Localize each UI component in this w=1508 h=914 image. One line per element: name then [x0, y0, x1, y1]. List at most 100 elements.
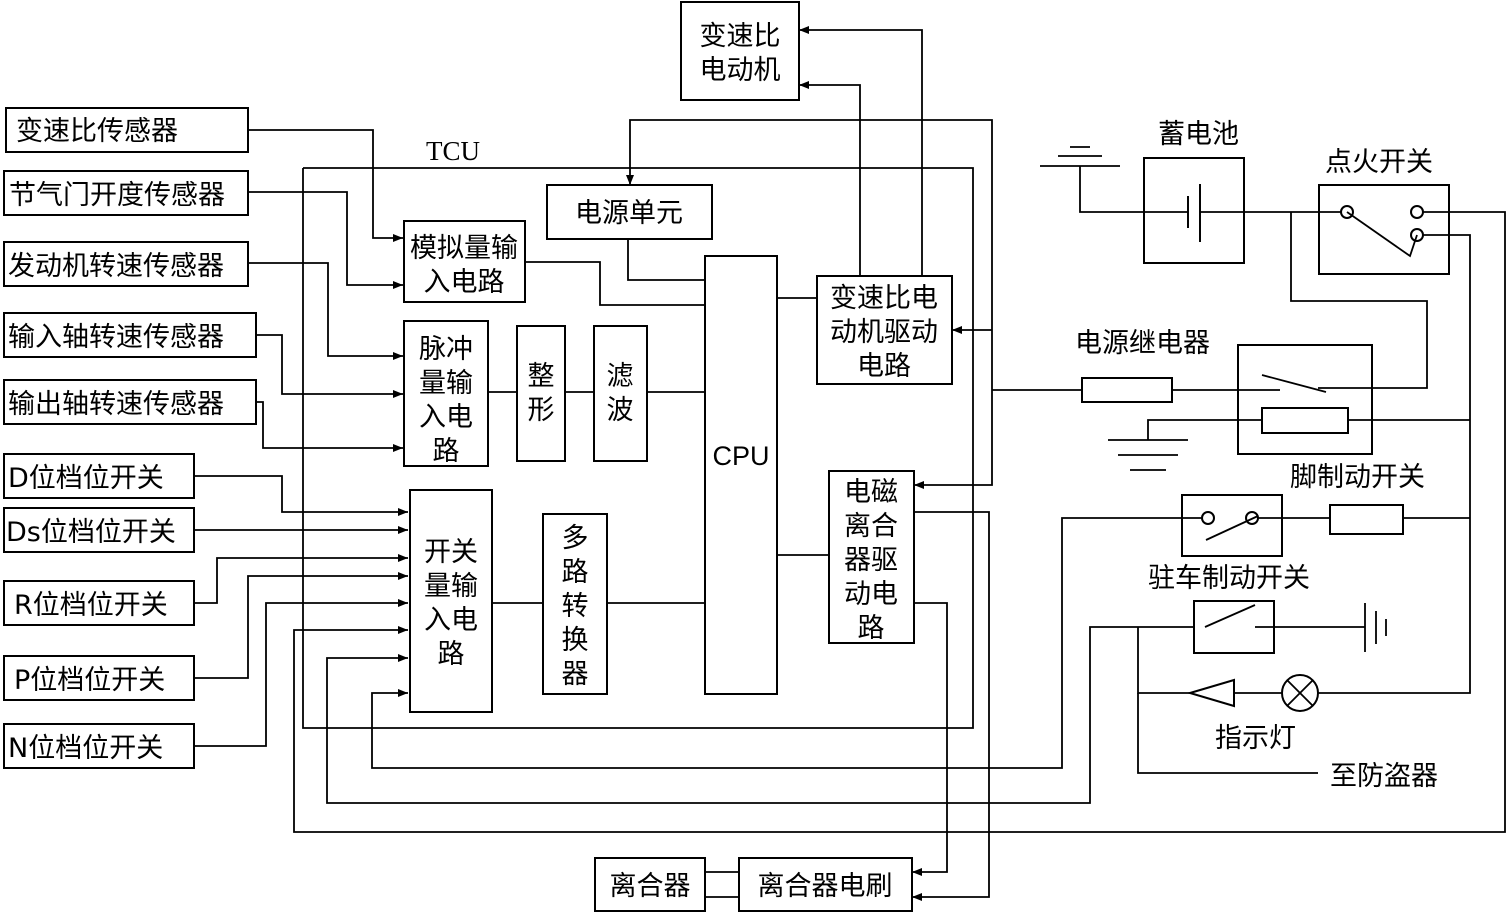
wire-clutch-drive-2 — [912, 602, 948, 876]
label-cpu: CPU — [712, 441, 769, 471]
wire-clutch-drive-1 — [912, 511, 990, 901]
diode-icon — [1186, 678, 1235, 708]
filter-line-2: 波 — [607, 395, 634, 426]
wire-p-switch — [194, 572, 408, 679]
battery: 蓄电池 — [1143, 119, 1245, 264]
wiring — [194, 26, 1506, 901]
switch-ds: Ds位档位开关 — [3, 507, 195, 553]
clutch-drive-line-5: 路 — [858, 613, 885, 644]
sensor-ratio: 变速比传感器 — [5, 107, 249, 153]
wire-ratio-sensor — [248, 129, 403, 242]
label-r-switch: R位档位开关 — [14, 590, 168, 621]
block-clutch-brush: 离合器电刷 — [738, 857, 913, 912]
block-power-unit: 电源单元 — [546, 184, 713, 240]
parking-brake-switch: 驻车制动开关 — [1148, 563, 1310, 654]
block-cpu: CPU — [704, 255, 778, 695]
label-throttle-sensor: 节气门开度传感器 — [9, 180, 225, 211]
multiplexer-line-3: 转 — [562, 591, 589, 622]
sensor-engine-speed: 发动机转速传感器 — [3, 241, 249, 287]
block-analog-input: 模拟量输 入电路 — [403, 220, 526, 303]
wire-analog-cpu — [525, 261, 705, 306]
sensor-throttle: 节气门开度传感器 — [3, 170, 249, 216]
label-p-switch: P位档位开关 — [14, 665, 165, 696]
shaping-line-1: 整 — [528, 361, 555, 392]
wire-ignition-return — [293, 211, 1506, 833]
multiplexer-line-5: 器 — [562, 659, 589, 690]
label-parking-brake-switch: 驻车制动开关 — [1148, 563, 1310, 594]
block-multiplexer: 多 路 转 换 器 — [542, 513, 608, 695]
wire-drive-motor-2 — [799, 26, 923, 276]
wire-n-switch — [194, 599, 408, 747]
label-tcu: TCU — [426, 136, 480, 166]
switch-input-line-1: 开关 — [424, 537, 478, 568]
label-ignition-switch: 点火开关 — [1325, 147, 1433, 178]
pulse-input-line-3: 入电 — [419, 402, 473, 433]
label-engine-speed-sensor: 发动机转速传感器 — [8, 251, 224, 282]
label-output-shaft-sensor: 输出轴转速传感器 — [8, 389, 224, 420]
block-clutch: 离合器 — [594, 857, 706, 912]
label-indicator-lamp: 指示灯 — [1215, 723, 1296, 754]
switch-d: D位档位开关 — [3, 453, 195, 499]
sensor-input-shaft: 输入轴转速传感器 — [3, 312, 257, 358]
multiplexer-line-4: 换 — [562, 625, 589, 656]
switch-r: R位档位开关 — [3, 580, 195, 626]
switch-input-line-2: 量输 — [424, 571, 478, 602]
multiplexer-line-1: 多 — [562, 523, 589, 554]
wire-power-unit-feed — [626, 119, 993, 390]
motor-drive-line-1: 变速比电 — [830, 283, 938, 314]
filter-line-1: 滤 — [607, 361, 634, 392]
pulse-input-line-1: 脉冲 — [419, 334, 473, 365]
foot-brake-switch: 脚制动开关 — [1181, 462, 1425, 557]
block-switch-input: 开关 量输 入电 路 — [409, 489, 493, 713]
multiplexer-line-2: 路 — [562, 557, 589, 588]
label-input-shaft-sensor: 输入轴转速传感器 — [8, 322, 224, 353]
pulse-input-line-4: 路 — [433, 436, 460, 467]
analog-input-line-2: 入电路 — [424, 267, 505, 298]
power-relay: 电源继电器 — [1075, 328, 1373, 455]
label-ratio-sensor: 变速比传感器 — [16, 116, 178, 147]
switch-input-line-3: 入电 — [424, 605, 478, 636]
label-d-switch: D位档位开关 — [8, 463, 164, 494]
clutch-drive-line-2: 离合 — [844, 511, 898, 542]
clutch-drive-line-3: 器驱 — [844, 545, 898, 576]
analog-input-line-1: 模拟量输 — [410, 233, 518, 264]
ratio-motor-line-2: 电动机 — [700, 55, 781, 86]
wire-foot-brake — [371, 517, 1208, 769]
shaping-line-2: 形 — [528, 395, 555, 426]
wire-d-switch — [194, 475, 408, 516]
clutch-drive-line-1: 电磁 — [844, 477, 898, 508]
label-to-antitheft: 至防盗器 — [1330, 761, 1438, 792]
wire-engine-speed — [248, 262, 403, 360]
switch-input-line-4: 路 — [438, 639, 465, 670]
ignition-switch: 点火开关 — [1318, 147, 1450, 275]
wire-input-shaft — [256, 334, 403, 398]
label-n-switch: N位档位开关 — [8, 733, 163, 764]
sensor-output-shaft: 输出轴转速传感器 — [3, 379, 257, 425]
ratio-motor-line-1: 变速比 — [700, 21, 781, 52]
tcu-boundary — [302, 167, 974, 729]
block-filter: 滤 波 — [593, 325, 648, 462]
label-power-relay: 电源继电器 — [1075, 328, 1210, 359]
switch-n: N位档位开关 — [3, 723, 195, 769]
wire-parking-brake — [326, 626, 1194, 804]
block-shaping: 整 形 — [516, 325, 566, 462]
block-ratio-motor: 变速比 电动机 — [680, 1, 800, 101]
label-ds-switch: Ds位档位开关 — [6, 517, 176, 548]
label-foot-brake-switch: 脚制动开关 — [1290, 462, 1425, 493]
block-motor-drive: 变速比电 动机驱动 电路 — [816, 275, 953, 385]
pulse-input-line-2: 量输 — [419, 368, 473, 399]
motor-drive-line-2: 动机驱动 — [830, 317, 938, 348]
wire-r-switch — [194, 554, 408, 604]
wire-throttle-sensor — [248, 191, 403, 289]
indicator-lamp: 指示灯 — [1186, 674, 1319, 754]
label-battery: 蓄电池 — [1158, 119, 1239, 150]
label-power-unit: 电源单元 — [575, 198, 683, 229]
block-pulse-input: 脉冲 量输 入电 路 — [403, 320, 489, 467]
switch-p: P位档位开关 — [3, 655, 195, 701]
wire-drive-motor-1 — [799, 81, 861, 276]
clutch-drive-line-4: 动电 — [844, 579, 898, 610]
block-clutch-drive: 电磁 离合 器驱 动电 路 — [828, 470, 915, 644]
label-clutch-brush: 离合器电刷 — [758, 871, 893, 902]
wire-power-cpu — [627, 239, 705, 281]
